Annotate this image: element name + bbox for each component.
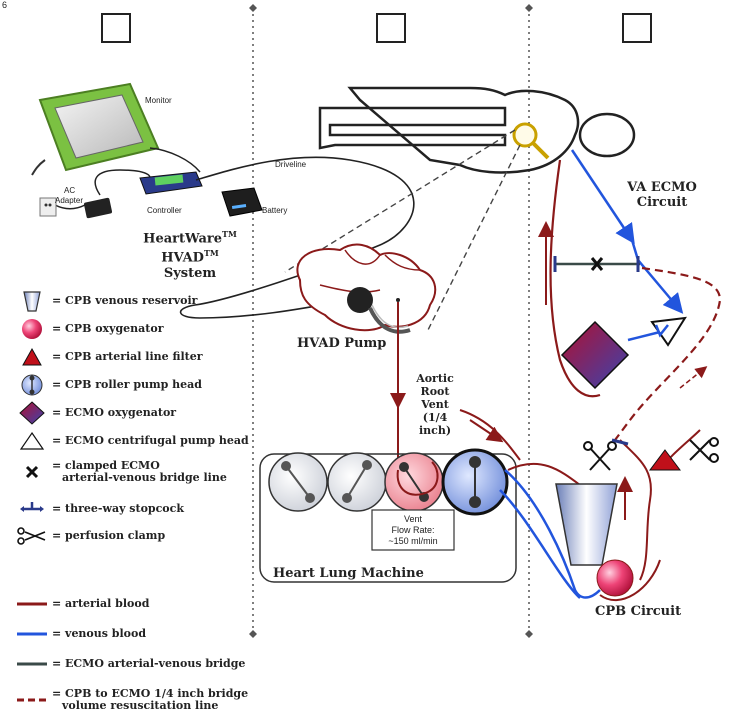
controller-icon [139, 171, 203, 195]
legend-row-bridge: = ECMO arterial-venous bridge [12, 652, 245, 676]
cpb-to-ecmo-bridge [614, 266, 722, 441]
panel-box-left [101, 13, 131, 43]
legend-row-perfusion-clamp: = perfusion clamp [12, 524, 165, 548]
arterial-blood-line-icon [17, 602, 47, 606]
corner-mark: 6 [2, 0, 8, 10]
legend-row-centrifugal: = ECMO centrifugal pump head [12, 429, 249, 453]
legend-row-stopcock: = three-way stopcock [12, 497, 184, 521]
heart-icon [296, 243, 437, 334]
driveline-label: Driveline [275, 160, 307, 169]
legend-row-roller-pump: = CPB roller pump head [12, 373, 202, 397]
cpb-circuit-label: CPB Circuit [595, 604, 682, 619]
ecmo-centrifugal-pump [650, 316, 687, 347]
heart-lung-machine-label: Heart Lung Machine [273, 566, 424, 581]
monitor-icon [31, 82, 160, 176]
va-ecmo-label: VA ECMO Circuit [627, 180, 697, 210]
perfusion-clamp-left-icon [583, 441, 617, 471]
clamp-x-icon [590, 257, 604, 271]
legend-row-filter: = CPB arterial line filter [12, 345, 203, 369]
cpb-roller-pump-head-icon [21, 374, 43, 396]
cpb-oxygenator-icon [22, 319, 42, 339]
stopcock-cpb-icon [611, 438, 629, 446]
ecmo-bridge-line-icon [17, 662, 47, 666]
legend-row-ecmo-oxygenator: = ECMO oxygenator [12, 401, 176, 425]
legend-row-venous: = venous blood [12, 622, 146, 646]
ecmo-oxygenator [560, 320, 630, 390]
ac-adapter-label-2: Adapter [55, 196, 84, 205]
ac-adapter-icon [83, 197, 113, 219]
legend-row-venous-reservoir: = CPB venous reservoir [12, 289, 197, 313]
clamped-bridge-icon [25, 465, 39, 479]
cpb-venous-reservoir-icon [23, 291, 41, 312]
hvad-pump-label: HVAD Pump [297, 336, 387, 351]
venous-blood-line-icon [17, 632, 47, 636]
controller-label: Controller [147, 206, 182, 215]
cpb-arterial-line-filter-icon [22, 347, 42, 366]
battery-icon [221, 187, 263, 217]
ac-outlet-icon [39, 197, 57, 217]
roller-pump-arterial [441, 448, 509, 516]
legend-row-cpb-oxygenator: = CPB oxygenator [12, 317, 164, 341]
three-way-stopcock-icon [20, 502, 44, 512]
magnifier-icon [512, 122, 550, 160]
heart-lung-machine-box [259, 453, 517, 583]
system-title: HeartWareTM HVADTM System [143, 229, 237, 281]
ecmo-oxygenator-icon [19, 401, 45, 425]
aortic-vent-label: Aortic Root Vent (1/4 inch) [416, 372, 454, 437]
cpb-to-ecmo-dashed-line-icon [17, 698, 47, 702]
legend-row-arterial: = arterial blood [12, 592, 149, 616]
cpb-arterial-line-filter [649, 449, 681, 471]
ecmo-centrifugal-pump-head-icon [19, 431, 45, 450]
cpb-oxygenator [596, 559, 634, 597]
battery-label: Battery [262, 206, 288, 215]
roller-pump-vent [384, 452, 444, 512]
panel-box-middle [376, 13, 406, 43]
panel-dividers [252, 8, 530, 634]
roller-pump-1 [268, 452, 328, 512]
monitor-label: Monitor [145, 96, 172, 105]
vent-flow-box [371, 509, 455, 551]
perfusion-clamp-right-icon [689, 437, 719, 463]
panel-box-right [622, 13, 652, 43]
ac-adapter-label-1: AC [64, 186, 76, 195]
vent-flow-label: Vent Flow Rate: ~150 ml/min [388, 514, 438, 546]
roller-pump-2 [327, 452, 387, 512]
cpb-venous-reservoir [555, 483, 618, 566]
perfusion-clamp-icon [17, 527, 46, 545]
patient-body [318, 86, 636, 174]
